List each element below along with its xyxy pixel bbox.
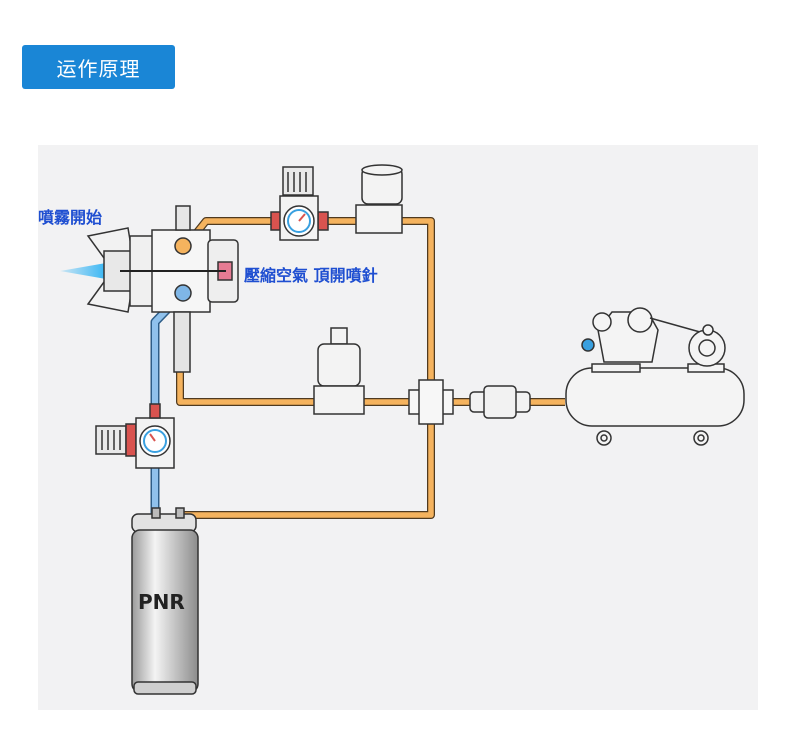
- air-compressor-icon: [565, 307, 745, 446]
- pressure-tank-icon: [131, 507, 199, 695]
- pressure-gauge-icon: [270, 166, 329, 241]
- solenoid-valve-icon: [355, 164, 403, 234]
- page-title: 运作原理: [22, 45, 175, 89]
- label-spray-start: 噴霧開始: [38, 208, 103, 227]
- cross-fitting: [408, 379, 454, 425]
- label-compressed-air: 壓縮空氣 頂開噴針: [244, 266, 378, 285]
- air-filter-icon: [469, 385, 531, 419]
- solenoid-valve-icon: [313, 327, 365, 415]
- pressure-gauge-icon: [95, 403, 175, 469]
- tank-brand-label: PNR: [138, 590, 185, 614]
- spray-nozzle-icon: [60, 205, 239, 373]
